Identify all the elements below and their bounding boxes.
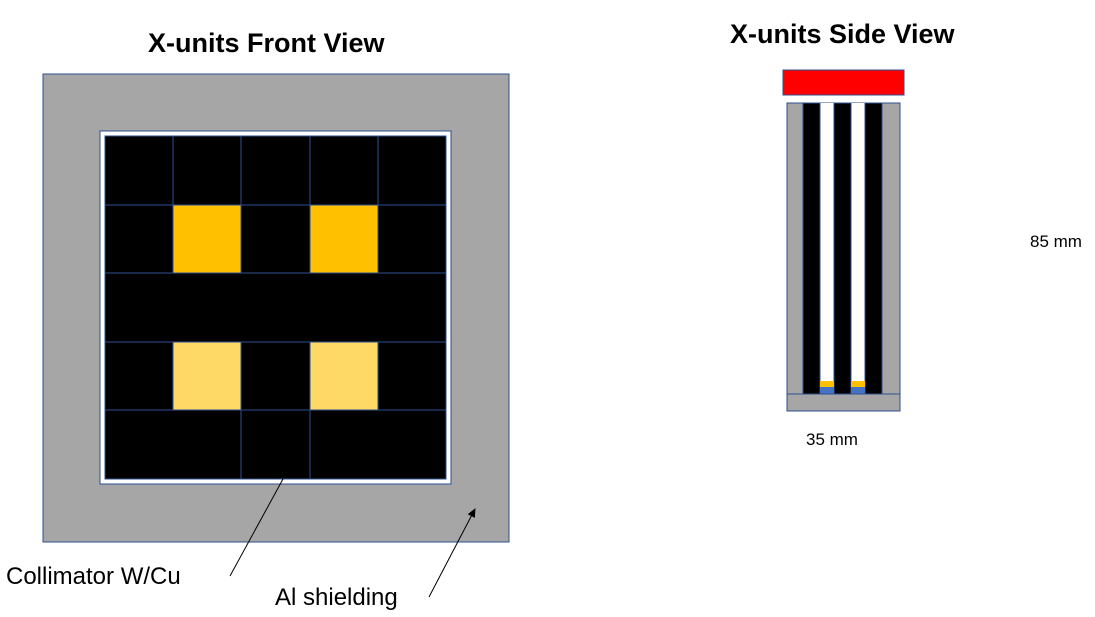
side-view-title: X-units Side View (730, 19, 955, 49)
collimator-cell (240, 409, 311, 480)
collimator-cell (240, 341, 311, 411)
collimator-cell (309, 409, 447, 480)
collimator-cell (309, 135, 379, 206)
collimator-cell (377, 341, 447, 411)
collimator-cell (240, 135, 311, 206)
collimator-cell (172, 135, 242, 206)
collimator-bar (104, 272, 447, 343)
front-view (42, 73, 510, 598)
collimator-cell (240, 204, 311, 274)
sensor-layer (820, 387, 834, 394)
collimator-cell (104, 409, 242, 480)
collimator-pointer-line (229, 478, 284, 577)
shielding-label: Al shielding (275, 584, 398, 611)
side-view (782, 69, 905, 412)
collimator-cell (104, 135, 174, 206)
collimator-cell (104, 341, 174, 411)
height-dimension-label: 85 mm (1030, 232, 1082, 251)
sensor-layer (851, 387, 865, 394)
width-dimension-label: 35 mm (806, 430, 858, 449)
collimator-plate (802, 102, 821, 395)
collimator-label: Collimator W/Cu (6, 563, 181, 590)
shielding-pointer-arrow (428, 508, 476, 598)
collimator-cell (104, 204, 174, 274)
detector-cell (309, 341, 379, 411)
collimator-grid (104, 135, 447, 480)
detector-crystal (851, 381, 865, 387)
collimator-plate (833, 102, 852, 395)
top-cover (782, 69, 905, 96)
detector-cell (172, 341, 242, 411)
collimator-cell (377, 204, 447, 274)
detector-cell (309, 204, 379, 274)
front-view-title: X-units Front View (148, 28, 385, 58)
detector-crystal (820, 381, 834, 387)
collimator-plate (864, 102, 883, 395)
detector-cell (172, 204, 242, 274)
collimator-cell (377, 135, 447, 206)
